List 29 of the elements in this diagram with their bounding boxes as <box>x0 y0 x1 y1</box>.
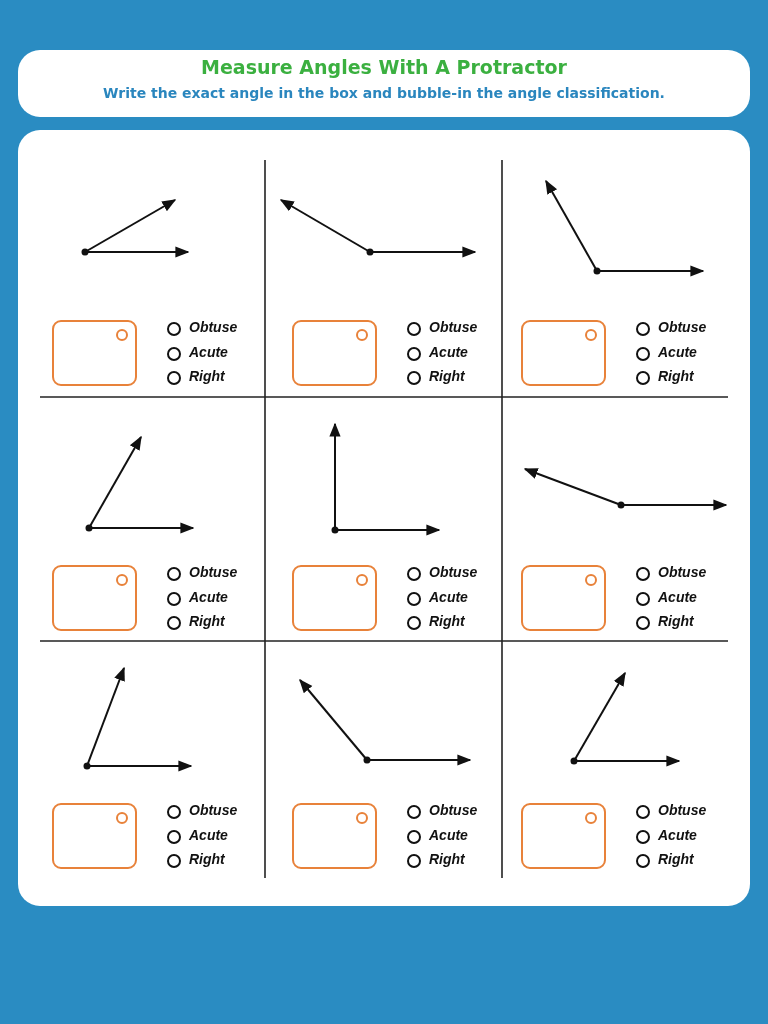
option-label: Right <box>429 368 465 384</box>
option-label: Acute <box>189 826 228 843</box>
option-label: Obtuse <box>189 564 238 580</box>
option-label: Obtuse <box>658 802 707 818</box>
option-label: Right <box>658 613 694 629</box>
option-label: Obtuse <box>658 319 707 335</box>
option-label: Right <box>658 851 694 867</box>
instructions-text: Write the exact angle in the box and bubble-in the angle classification. <box>102 85 666 101</box>
option-label: Obtuse <box>189 802 238 818</box>
worksheet-title: Measure Angles With A Protractor <box>200 56 568 78</box>
option-label: Acute <box>658 588 697 605</box>
option-label: Obtuse <box>189 319 238 335</box>
option-label: Right <box>658 368 694 384</box>
option-label: Right <box>429 851 465 867</box>
option-label: Acute <box>658 343 697 360</box>
option-label: Obtuse <box>658 564 707 580</box>
option-label: Acute <box>429 343 468 360</box>
option-label: Acute <box>189 588 228 605</box>
option-label: Obtuse <box>429 319 478 335</box>
option-label: Acute <box>189 343 228 360</box>
option-label: Right <box>189 613 225 629</box>
option-label: Acute <box>429 588 468 605</box>
option-label: Acute <box>429 826 468 843</box>
option-label: Acute <box>658 826 697 843</box>
option-label: Right <box>189 368 225 384</box>
option-label: Right <box>189 851 225 867</box>
option-label: Right <box>429 613 465 629</box>
option-label: Obtuse <box>429 564 478 580</box>
option-label: Obtuse <box>429 802 478 818</box>
